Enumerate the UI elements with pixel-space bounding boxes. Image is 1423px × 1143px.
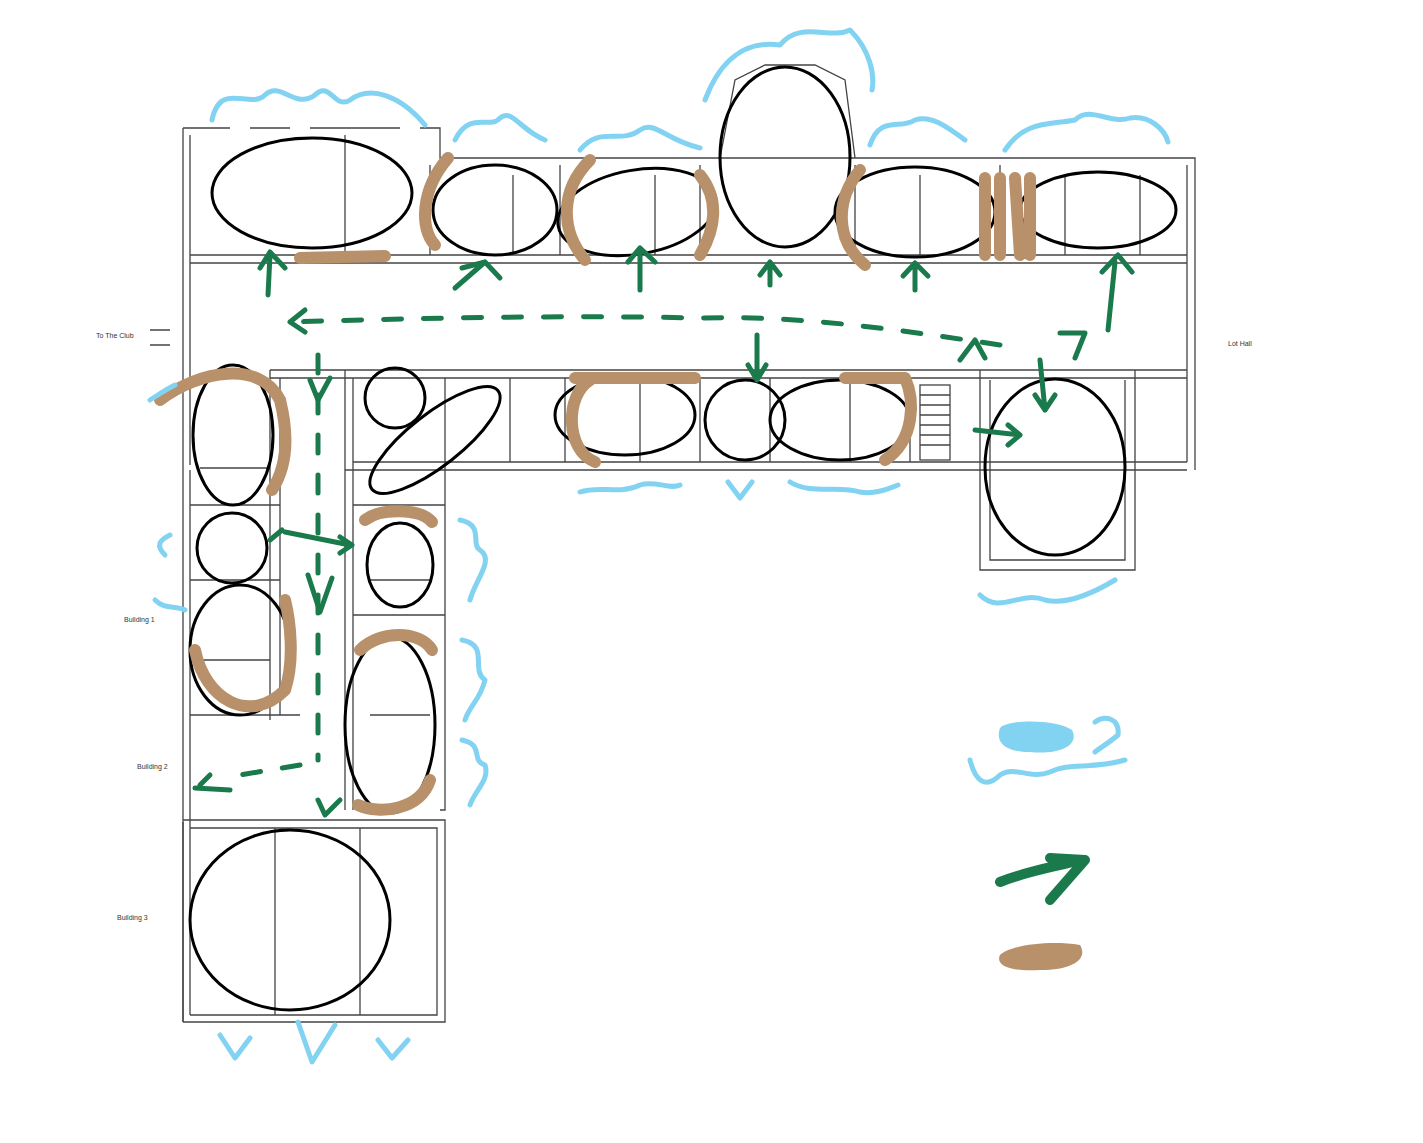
green-arrows bbox=[195, 248, 1132, 815]
plan-label: To The Club bbox=[96, 332, 134, 339]
legend-swatches bbox=[970, 718, 1125, 970]
arrow-head bbox=[290, 310, 305, 332]
zone-outlines bbox=[190, 67, 1176, 1010]
brown-marks bbox=[160, 158, 1030, 810]
blue-marks bbox=[150, 30, 1168, 1062]
plan-label: Building 2 bbox=[137, 763, 168, 770]
plan-label: Building 1 bbox=[124, 616, 155, 623]
corridor-route bbox=[240, 317, 1000, 775]
plan-label: Building 3 bbox=[117, 914, 148, 921]
plan-label: Lot Hall bbox=[1228, 340, 1252, 347]
walls bbox=[150, 65, 1195, 1022]
